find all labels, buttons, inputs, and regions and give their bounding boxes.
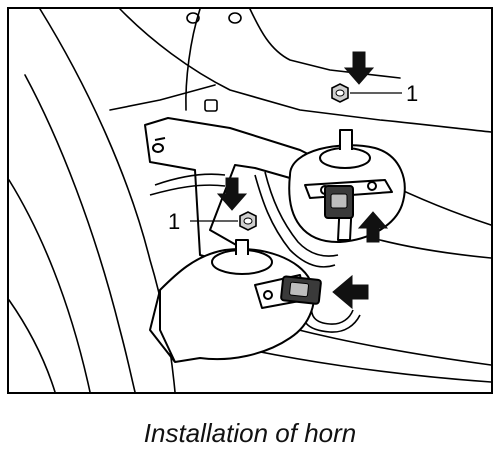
callout-upper-nut: 1: [406, 81, 418, 106]
nut-icon: [331, 83, 349, 103]
figure-caption: Installation of horn: [143, 418, 357, 448]
lower-horn-connector: [280, 275, 322, 305]
arrow-down-icon: [343, 51, 375, 85]
arrow-left-icon: [332, 274, 369, 310]
arrow-up-icon: [357, 211, 389, 243]
callout-leaders: [190, 92, 402, 222]
callout-lower-nut: 1: [168, 209, 180, 234]
mounting-bracket: [144, 117, 331, 269]
arrow-down-icon: [216, 177, 248, 211]
wiring-harness: [149, 171, 361, 333]
nut-icon: [239, 211, 257, 231]
upper-horn-connector: [324, 185, 354, 219]
